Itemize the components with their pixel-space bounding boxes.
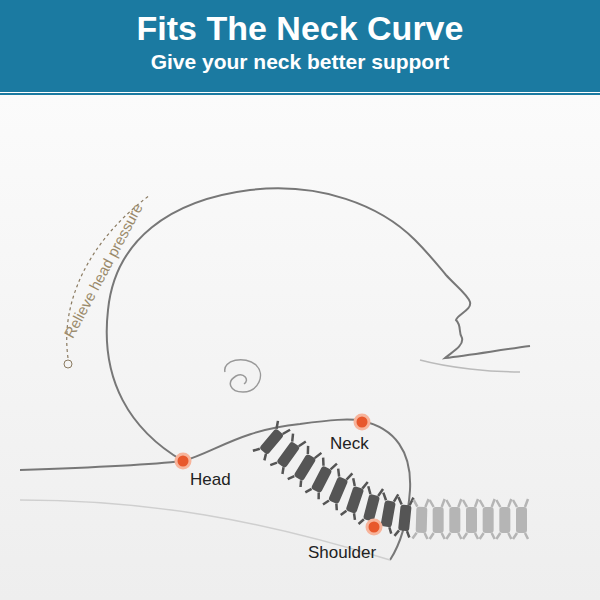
neck-line (420, 360, 520, 372)
title-text: Fits The Neck Curve (0, 8, 600, 49)
vertebra (341, 477, 368, 520)
vertebra (496, 499, 511, 539)
vertebra-body (398, 504, 412, 531)
background (0, 95, 600, 600)
vertebra-body (259, 428, 284, 455)
pressure-note: Relieve head pressure (60, 200, 145, 341)
banner-rule (0, 93, 600, 95)
pillow-outline (20, 420, 410, 560)
vertebra (463, 499, 478, 539)
vertebra-body (483, 507, 494, 533)
subtitle-text: Give your neck better support (0, 49, 600, 74)
head-profile (107, 188, 530, 461)
vertebra (394, 496, 413, 537)
vertebra-body (516, 507, 527, 533)
vertebra (480, 499, 495, 539)
vertebra-process (412, 499, 428, 539)
vertebra (446, 499, 461, 539)
vertebra-process (446, 499, 461, 539)
head-dot (176, 454, 190, 468)
vertebra-process (394, 496, 413, 537)
vertebra-process (480, 499, 495, 539)
vertebra-body (328, 476, 348, 504)
spine (253, 420, 528, 539)
vertebra-body (311, 465, 333, 493)
neck-label: Neck (330, 434, 369, 454)
vertebra-process (496, 499, 511, 539)
shoulder-dot (367, 520, 381, 534)
vertebra-body (276, 441, 300, 469)
arc-start (64, 360, 72, 368)
title-banner: Fits The Neck CurveGive your neck better… (0, 0, 600, 92)
neck-dot (355, 415, 369, 429)
vertebra-body (345, 486, 364, 514)
vertebra-body (449, 507, 460, 533)
vertebra-process (463, 499, 478, 539)
vertebra-body (416, 507, 428, 533)
vertebra-process (430, 499, 445, 539)
vertebra-body (380, 500, 395, 528)
vertebra-process (513, 499, 528, 539)
vertebra-body (466, 507, 477, 533)
vertebra (513, 499, 528, 539)
vertebra-body (363, 494, 380, 522)
vertebra-body (293, 453, 316, 481)
vertebra (430, 499, 445, 539)
vertebra-body (499, 507, 510, 533)
vertebra-process (341, 477, 368, 520)
head-label: Head (190, 470, 231, 490)
vertebra (412, 499, 428, 539)
ear (225, 360, 261, 392)
vertebra-body (433, 507, 444, 533)
shoulder-label: Shoulder (308, 543, 376, 563)
